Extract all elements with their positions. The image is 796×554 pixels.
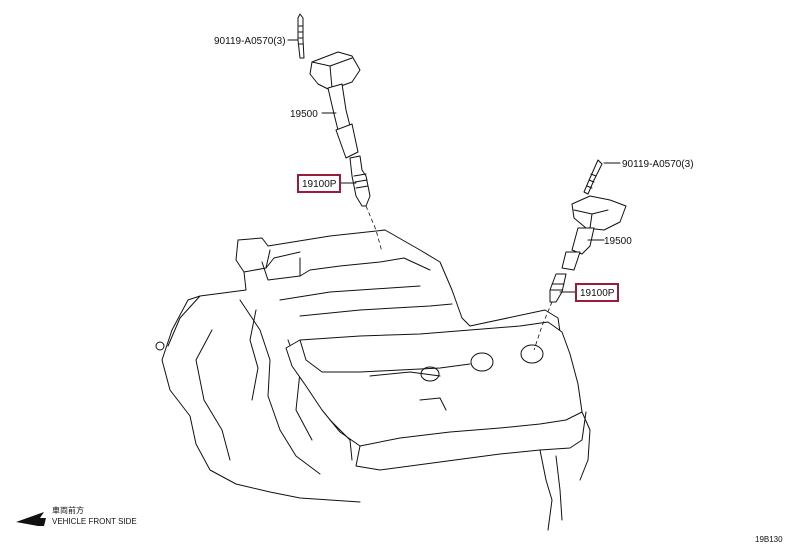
plug-upper-label[interactable]: 19100P xyxy=(302,179,337,190)
upper-coil-assembly xyxy=(297,13,383,253)
lower-coil-assembly xyxy=(533,159,627,351)
coil-upper-label[interactable]: 19500 xyxy=(290,109,318,120)
plug-upper-badge[interactable]: 19100P xyxy=(297,174,341,193)
bolt-lower-icon xyxy=(583,159,603,195)
direction-jp-label: 車両前方 xyxy=(52,505,84,515)
ignition-coil-lower-icon xyxy=(571,195,627,231)
plug-lower-label[interactable]: 19100P xyxy=(580,288,615,299)
spark-plug-lower-icon xyxy=(549,273,567,303)
coil-lower-label[interactable]: 19500 xyxy=(604,236,632,247)
ignition-coil-upper-icon xyxy=(309,51,361,91)
direction-en-label: VEHICLE FRONT SIDE xyxy=(52,517,137,526)
leader-lines xyxy=(287,39,621,293)
plug-lower-badge[interactable]: 19100P xyxy=(575,283,619,302)
figure-code: 19B130 xyxy=(755,535,783,544)
engine-block xyxy=(155,229,591,531)
arrow-left-icon xyxy=(16,512,46,526)
bolt-upper-label[interactable]: 90119-A0570(3) xyxy=(214,36,286,47)
bolt-lower-label[interactable]: 90119-A0570(3) xyxy=(622,159,694,170)
bolt-upper-icon xyxy=(297,13,305,59)
front-direction-indicator: 車両前方 VEHICLE FRONT SIDE xyxy=(16,505,137,526)
